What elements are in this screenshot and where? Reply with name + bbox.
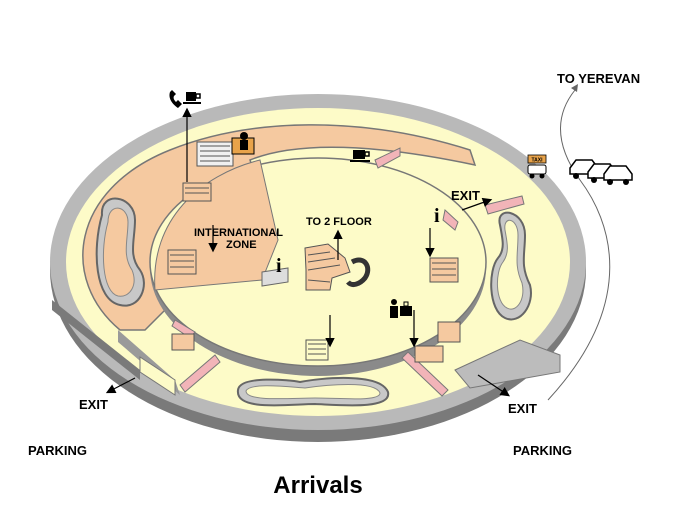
road-to-yerevan	[547, 89, 611, 401]
parking-label: PARKING	[28, 443, 87, 458]
outer-ring-bottom-walls	[118, 330, 561, 396]
escalator-icon	[304, 243, 371, 291]
page-title: Arrivals	[273, 472, 362, 499]
info-icon: i	[434, 205, 440, 227]
left-cutaway	[52, 300, 140, 380]
info-desk	[261, 267, 289, 287]
direction-arrow-icon	[105, 107, 510, 397]
taxi-icon: TAXI	[527, 154, 547, 179]
exit-label: EXIT	[451, 188, 480, 203]
customs-officer-icon	[231, 132, 255, 155]
right-ring-island	[490, 211, 532, 321]
taxi-sign-label: TAXI	[531, 158, 543, 164]
car-icon	[569, 159, 633, 185]
exit-label: EXIT	[508, 401, 537, 416]
telephone-icon	[169, 90, 182, 108]
international-zone-label: INTERNATIONAL	[194, 227, 283, 239]
luggage-icon	[390, 299, 412, 318]
international-zone-label-2: ZONE	[226, 239, 257, 251]
exit-label: EXIT	[79, 397, 108, 412]
info-icon: i	[276, 255, 282, 277]
cafe-icon	[350, 150, 370, 162]
stairs-icon	[167, 141, 461, 363]
parking-label: PARKING	[513, 443, 572, 458]
cafe-icon	[183, 92, 201, 104]
left-ring-island	[95, 197, 145, 307]
to-yerevan-label: TO YEREVAN	[557, 71, 640, 86]
bottom-ring-island	[236, 376, 390, 407]
to-2-floor-label: TO 2 FLOOR	[306, 216, 372, 228]
